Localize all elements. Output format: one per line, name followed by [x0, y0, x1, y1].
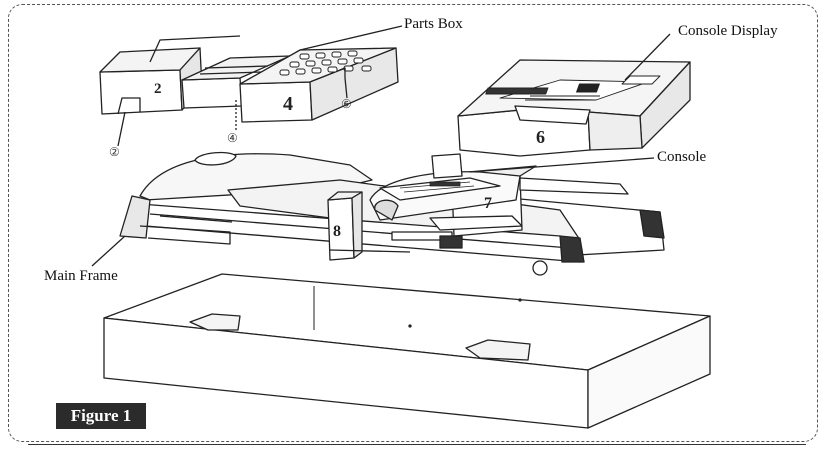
part-number-8: 8 — [333, 223, 341, 240]
carton-box-drawing — [103, 273, 711, 429]
parts-box-label: Parts Box — [404, 16, 463, 32]
part-number-4: 4 — [283, 93, 293, 115]
circled-number-6: ⑥ — [341, 97, 352, 111]
part-number-6: 6 — [536, 127, 545, 147]
part-number-2: 2 — [154, 81, 162, 97]
figure-caption: Figure 1 — [56, 403, 146, 429]
console-display-box-drawing — [457, 33, 691, 157]
console-display-label: Console Display — [678, 23, 778, 39]
circled-number-2: ② — [109, 145, 120, 159]
main-frame-label: Main Frame — [44, 268, 118, 284]
parts-box-drawing — [99, 25, 403, 147]
circled-number-4: ④ — [227, 131, 238, 145]
part-number-7: 7 — [484, 195, 492, 212]
dashed-border — [8, 4, 818, 442]
bottom-rule — [28, 444, 806, 445]
treadmill-drawing — [91, 151, 665, 276]
console-label: Console — [657, 149, 707, 165]
